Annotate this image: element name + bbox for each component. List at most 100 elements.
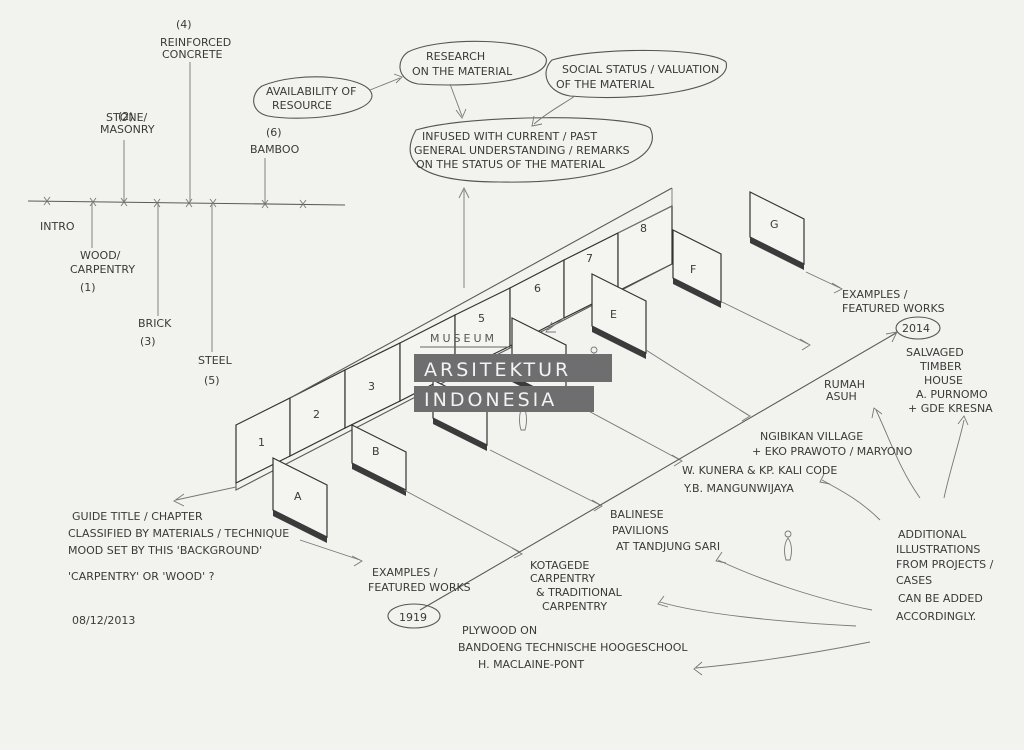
- additional-arrows: [657, 407, 969, 676]
- social-line-2: OF THE MATERIAL: [556, 78, 655, 91]
- panel-num-1: 1: [258, 436, 265, 449]
- feature-letter-b: B: [372, 445, 380, 458]
- additional-3: FROM PROJECTS /: [896, 558, 994, 571]
- year-left: 1919: [399, 611, 427, 624]
- label-concrete-num: (4): [176, 18, 192, 31]
- notes-right: EXAMPLES / FEATURED WORKS 2014 SALVAGED …: [682, 288, 994, 623]
- panel-num-3: 3: [368, 380, 375, 393]
- feature-letter-a: A: [294, 490, 302, 503]
- label-brick: BRICK: [138, 317, 172, 330]
- feature-letter-f: F: [690, 263, 696, 276]
- label-brick-num: (3): [140, 335, 156, 348]
- kotagede-2: CARPENTRY: [530, 572, 595, 585]
- research-line-2: ON THE MATERIAL: [412, 65, 513, 78]
- label-steel-num: (5): [204, 374, 220, 387]
- logo-line-2: INDONESIA: [424, 389, 557, 411]
- infused-line-3: ON THE STATUS OF THE MATERIAL: [416, 158, 606, 171]
- label-intro: INTRO: [40, 220, 75, 233]
- panel-num-2: 2: [313, 408, 320, 421]
- feature-letter-g: G: [770, 218, 779, 231]
- infused-line-1: INFUSED WITH CURRENT / PAST: [422, 130, 597, 143]
- arrow-social-infused: [533, 95, 576, 125]
- rumah-1: RUMAH: [824, 378, 865, 391]
- panel-num-7: 7: [586, 252, 593, 265]
- label-wood-num: (1): [80, 281, 96, 294]
- label-wood-2: CARPENTRY: [70, 263, 135, 276]
- ngibikan-2: + EKO PRAWOTO / MARYONO: [752, 445, 913, 458]
- feature-letter-e: E: [610, 308, 617, 321]
- ngibikan-1: NGIBIKAN VILLAGE: [760, 430, 863, 443]
- year-left-oval: [387, 603, 441, 629]
- kotagede-1: KOTAGEDE: [530, 559, 589, 572]
- social-line-1: SOCIAL STATUS / VALUATION: [562, 63, 719, 76]
- label-concrete-1: REINFORCED: [160, 36, 231, 49]
- research-line-1: RESEARCH: [426, 50, 485, 63]
- salvaged-1: SALVAGED: [906, 346, 964, 359]
- examples-right-1: EXAMPLES /: [842, 288, 908, 301]
- kotagede-4: CARPENTRY: [542, 600, 607, 613]
- guide-line-2: CLASSIFIED BY MATERIALS / TECHNIQUE: [68, 527, 289, 540]
- additional-2: ILLUSTRATIONS: [896, 543, 980, 556]
- year-right-oval: [895, 316, 941, 340]
- guide-line-4: 'CARPENTRY' OR 'WOOD' ?: [68, 570, 215, 583]
- additional-1: ADDITIONAL: [898, 528, 967, 541]
- examples-right-2: FEATURED WORKS: [842, 302, 945, 315]
- museum-logo: MUSEUM ARSITEKTUR INDONESIA: [414, 332, 612, 412]
- timeline-axis: [27, 200, 346, 206]
- salvaged-4: A. PURNOMO: [916, 388, 988, 401]
- sketch-date: 08/12/2013: [72, 614, 135, 627]
- human-figure: [784, 537, 792, 561]
- rumah-2: ASUH: [826, 390, 857, 403]
- panel-num-8: 8: [640, 222, 647, 235]
- material-timeline: (4) REINFORCED CONCRETE (2) STONE/ MASON…: [27, 18, 403, 387]
- kotagede-3: & TRADITIONAL: [536, 586, 623, 599]
- label-bamboo-num: (6): [266, 126, 282, 139]
- label-availability-1: AVAILABILITY OF: [266, 85, 356, 98]
- logo-line-1: ARSITEKTUR: [424, 359, 571, 381]
- label-stone-num: (2): [118, 110, 134, 123]
- plywood-2: BANDOENG TECHNISCHE HOOGESCHOOL: [458, 641, 688, 654]
- notes-center: BALINESE PAVILIONS AT TANDJUNG SARI KOTA…: [458, 508, 720, 671]
- wall-top-rail: [289, 187, 673, 399]
- concept-bubbles: RESEARCH ON THE MATERIAL SOCIAL STATUS /…: [399, 40, 727, 288]
- plywood-3: H. MACLAINE-PONT: [478, 658, 584, 671]
- balinese-2: PAVILIONS: [612, 524, 669, 537]
- examples-left-2: FEATURED WORKS: [368, 581, 471, 594]
- kunera-1: W. KUNERA & KP. KALI CODE: [682, 464, 837, 477]
- guide-line-3: MOOD SET BY THIS 'BACKGROUND': [68, 544, 262, 557]
- label-steel: STEEL: [198, 354, 233, 367]
- arrow-availability-research: [369, 77, 401, 91]
- label-stone-2: MASONRY: [100, 123, 155, 136]
- additional-6: ACCORDINGLY.: [896, 610, 976, 623]
- balinese-1: BALINESE: [610, 508, 664, 521]
- examples-left-1: EXAMPLES /: [372, 566, 438, 579]
- notes-left: GUIDE TITLE / CHAPTER CLASSIFIED BY MATE…: [68, 510, 471, 629]
- year-right: 2014: [902, 322, 930, 335]
- logo-top: MUSEUM: [430, 332, 497, 345]
- chronology-line: [419, 332, 897, 611]
- label-bamboo: BAMBOO: [250, 143, 300, 156]
- kunera-2: Y.B. MANGUNWIJAYA: [683, 482, 794, 495]
- additional-4: CASES: [896, 574, 932, 587]
- label-wood-1: WOOD/: [80, 249, 121, 262]
- salvaged-5: + GDE KRESNA: [908, 402, 993, 415]
- salvaged-2: TIMBER: [919, 360, 962, 373]
- label-stone-1: STONE/: [106, 111, 148, 124]
- additional-5: CAN BE ADDED: [898, 592, 983, 605]
- arrow-research-infused: [449, 83, 463, 117]
- balinese-3: AT TANDJUNG SARI: [616, 540, 720, 553]
- panel-num-5: 5: [478, 312, 485, 325]
- label-concrete-2: CONCRETE: [162, 48, 223, 61]
- label-availability-2: RESOURCE: [272, 99, 332, 112]
- bubble-availability: [253, 76, 373, 119]
- chapter-wall: 1 2 3 4 5 6 7 8: [235, 187, 673, 491]
- guide-line-1: GUIDE TITLE / CHAPTER: [72, 510, 203, 523]
- bubble-social: [545, 49, 727, 99]
- plywood-1: PLYWOOD ON: [462, 624, 537, 637]
- bubble-research: [399, 40, 547, 86]
- panel-num-6: 6: [534, 282, 541, 295]
- salvaged-3: HOUSE: [924, 374, 963, 387]
- infused-line-2: GENERAL UNDERSTANDING / REMARKS: [414, 144, 630, 157]
